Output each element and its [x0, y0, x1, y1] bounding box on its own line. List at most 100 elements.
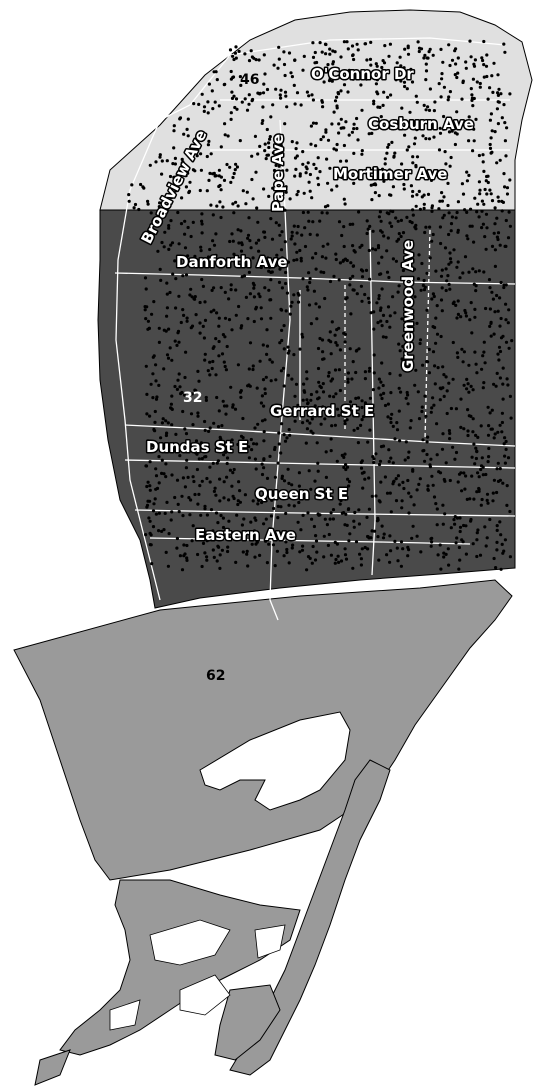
- incident-point: [418, 207, 422, 211]
- incident-point: [398, 439, 402, 443]
- street-label-dundas: Dundas St E: [146, 438, 248, 456]
- incident-point: [504, 439, 508, 444]
- incident-point: [334, 257, 338, 262]
- incident-point: [363, 377, 367, 381]
- incident-point: [290, 377, 294, 381]
- incident-point: [495, 548, 499, 552]
- incident-point: [314, 534, 318, 538]
- incident-point: [225, 162, 229, 167]
- incident-point: [296, 300, 301, 304]
- incident-point: [474, 270, 478, 274]
- incident-point: [393, 437, 397, 441]
- incident-point: [403, 362, 407, 367]
- incident-point: [382, 179, 386, 183]
- incident-point: [370, 198, 374, 202]
- incident-point: [292, 224, 296, 228]
- incident-point: [254, 58, 258, 62]
- incident-point: [326, 181, 330, 185]
- incident-point: [395, 239, 399, 243]
- incident-point: [441, 60, 445, 64]
- incident-point: [407, 450, 411, 454]
- incident-point: [387, 275, 391, 280]
- incident-point: [330, 188, 334, 192]
- incident-point: [432, 403, 436, 407]
- incident-point: [318, 488, 322, 492]
- incident-point: [256, 422, 260, 426]
- incident-point: [344, 120, 348, 124]
- incident-point: [471, 542, 475, 546]
- incident-point: [245, 531, 249, 535]
- incident-point: [324, 488, 329, 492]
- incident-point: [431, 483, 435, 487]
- incident-point: [278, 233, 282, 237]
- incident-point: [458, 525, 463, 529]
- incident-point: [505, 192, 510, 196]
- incident-point: [451, 445, 455, 449]
- incident-point: [189, 326, 193, 330]
- incident-point: [481, 153, 485, 157]
- incident-point: [148, 543, 152, 547]
- incident-point: [186, 225, 190, 230]
- incident-point: [255, 386, 259, 390]
- incident-point: [338, 74, 342, 78]
- incident-point: [456, 228, 460, 232]
- incident-point: [344, 71, 348, 75]
- incident-point: [402, 486, 406, 491]
- incident-point: [432, 294, 436, 299]
- incident-point: [301, 421, 305, 425]
- incident-point: [467, 270, 471, 274]
- incident-point: [498, 423, 502, 427]
- incident-point: [496, 100, 500, 104]
- incident-point: [462, 383, 466, 387]
- incident-point: [173, 259, 177, 263]
- incident-point: [377, 294, 381, 298]
- incident-point: [469, 207, 473, 211]
- incident-point: [343, 547, 347, 551]
- incident-point: [220, 548, 224, 552]
- incident-point: [491, 499, 495, 503]
- incident-point: [307, 219, 311, 223]
- incident-point: [413, 383, 417, 387]
- incident-point: [411, 213, 415, 217]
- incident-point: [250, 154, 254, 158]
- incident-point: [278, 341, 282, 345]
- incident-point: [440, 191, 444, 195]
- incident-point: [261, 378, 266, 382]
- incident-point: [475, 531, 479, 535]
- incident-point: [216, 521, 220, 525]
- incident-point: [203, 352, 207, 356]
- incident-point: [422, 278, 426, 283]
- incident-point: [200, 219, 204, 223]
- incident-point: [251, 367, 255, 372]
- incident-point: [265, 344, 270, 348]
- incident-point: [240, 241, 244, 245]
- incident-point: [145, 412, 149, 416]
- incident-point: [346, 90, 350, 94]
- incident-point: [258, 91, 262, 95]
- incident-point: [453, 142, 457, 147]
- incident-point: [280, 476, 284, 480]
- incident-point: [160, 421, 164, 425]
- incident-point: [359, 557, 363, 561]
- incident-point: [172, 175, 176, 179]
- incident-point: [250, 448, 254, 452]
- incident-point: [431, 53, 435, 57]
- incident-point: [411, 208, 415, 212]
- incident-point: [301, 68, 305, 72]
- incident-point: [232, 94, 236, 98]
- incident-point: [464, 524, 468, 528]
- incident-point: [337, 122, 341, 126]
- incident-point: [143, 305, 147, 309]
- incident-point: [449, 526, 453, 530]
- incident-point: [328, 330, 332, 334]
- incident-point: [324, 128, 328, 132]
- incident-point: [311, 121, 316, 125]
- incident-point: [500, 209, 504, 213]
- incident-point: [326, 374, 331, 378]
- incident-point: [410, 80, 415, 84]
- incident-point: [161, 417, 165, 421]
- incident-point: [377, 377, 381, 381]
- incident-point: [465, 234, 469, 238]
- incident-point: [301, 335, 305, 339]
- incident-point: [406, 456, 410, 460]
